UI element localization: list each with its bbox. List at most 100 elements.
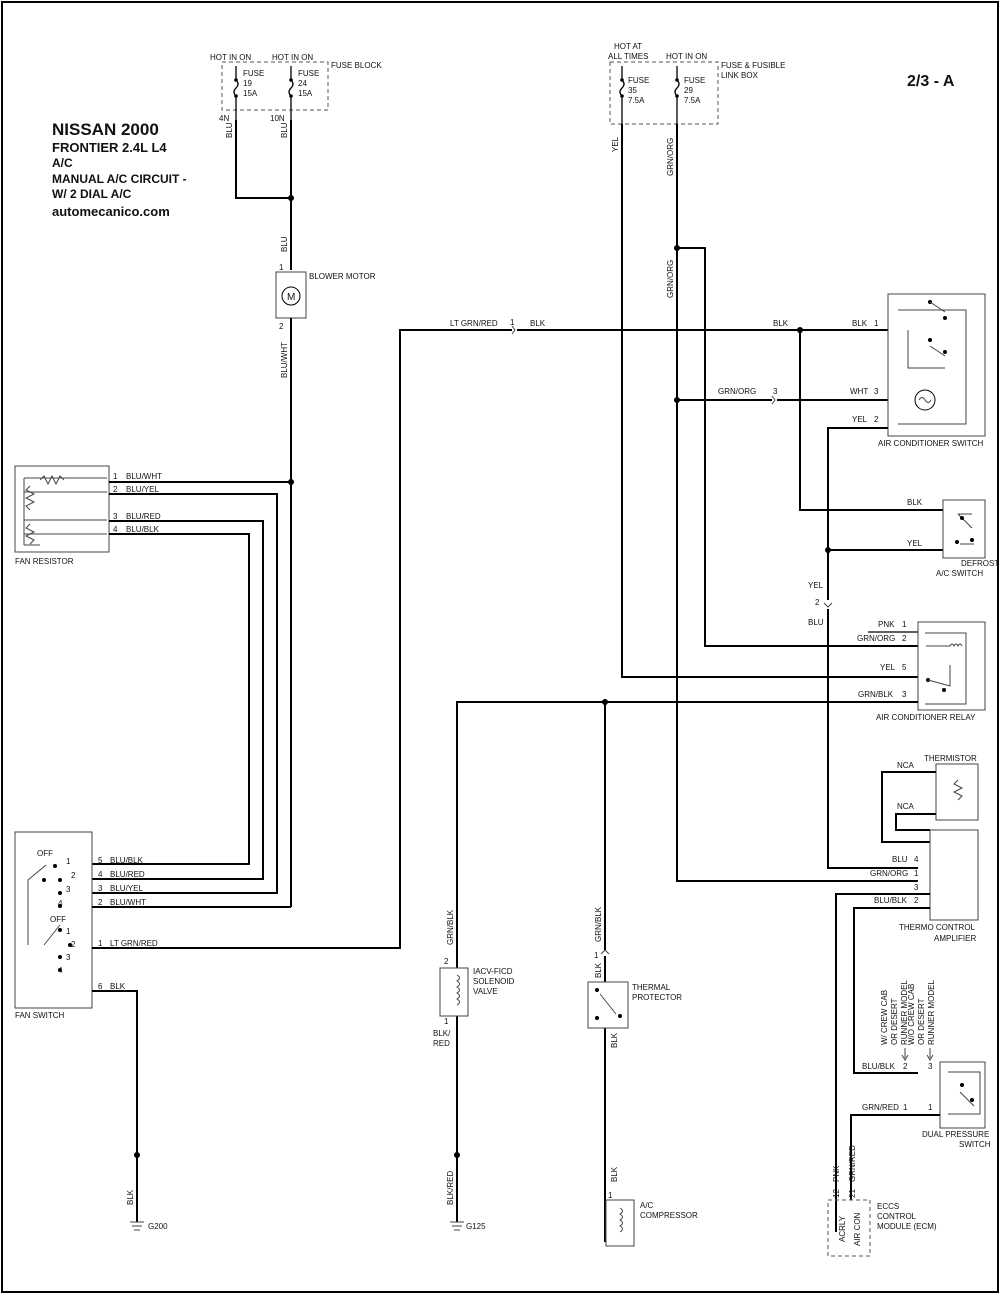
fs-pin-3: 3 (98, 884, 103, 893)
crewcab-w-2: OR DESERT (890, 998, 899, 1045)
air-conditioner-switch: AIR CONDITIONER SWITCH (878, 293, 986, 448)
acsw-pin-1: 1 (874, 319, 879, 328)
iacv-pin-2: 2 (444, 957, 449, 966)
thermo-wire-blu-blk: BLU/BLK (874, 896, 908, 905)
wire-label-yel-fuse35: YEL (611, 136, 620, 152)
compressor-label-2: COMPRESSOR (640, 1211, 698, 1220)
thermo-control-amplifier: THERMO CONTROL AMPLIFIER (899, 829, 979, 943)
fuse-19-name: FUSE (243, 69, 264, 78)
fan-switch-label: FAN SWITCH (15, 1011, 65, 1020)
iacv-wire-blk: BLK/ (433, 1029, 451, 1038)
page-id: 2/3 - A (907, 73, 955, 90)
fuse-24-rating: 15A (298, 89, 313, 98)
fuse-19-terminal: 4N (219, 114, 229, 123)
fs-wire-blk: BLK (110, 982, 126, 991)
wire-label-blu-relay: BLU (808, 618, 824, 627)
title-circuit: MANUAL A/C CIRCUIT - (52, 172, 187, 186)
fs-wire-blu-yel: BLU/YEL (110, 884, 143, 893)
iacv-ficd-solenoid-valve: IACV-FICD SOLENOID VALVE 2 1 (439, 957, 515, 1026)
fuse-24-terminal: 10N (270, 114, 285, 123)
fuse-24-number: 24 (298, 79, 307, 88)
wire-label-grn-blk-iacv: GRN/BLK (446, 909, 455, 945)
wire-label-yel-2: YEL (808, 581, 824, 590)
fuse-19-number: 19 (243, 79, 252, 88)
fs-int-2: 2 (71, 871, 76, 880)
fs-pin-6: 6 (98, 982, 103, 991)
ecm-wire-grn-red: GRN/RED (848, 1145, 857, 1182)
wire-label-grn-org-3: GRN/ORG (718, 387, 756, 396)
tp-conn-pin-1: 1 (594, 951, 599, 960)
blower-pin-2: 2 (279, 322, 284, 331)
title-make-year: NISSAN 2000 (52, 120, 159, 139)
wire-label-blu-2: BLU (280, 122, 289, 138)
fan-switch-off-1: OFF (37, 849, 53, 858)
res-wire-blu-yel: BLU/YEL (126, 485, 159, 494)
acsw-wire-wht: WHT (850, 387, 868, 396)
fuse-19-hot: HOT IN ON (210, 53, 251, 62)
conn-pin-1: 1 (510, 318, 515, 327)
iacv-pin-1: 1 (444, 1017, 449, 1026)
wire-label-blk-top: BLK (530, 319, 546, 328)
thermo-pin-3: 3 (914, 883, 919, 892)
title-variant: W/ 2 DIAL A/C (52, 187, 132, 201)
fuse-29-rating: 7.5A (684, 96, 701, 105)
ecm-wire-pnk: PNK (832, 1165, 841, 1182)
relay-wire-grn-org: GRN/ORG (857, 634, 895, 643)
relay-pin-2: 2 (902, 634, 907, 643)
res-pin-1: 1 (113, 472, 118, 481)
thermo-label-2: AMPLIFIER (934, 934, 976, 943)
fuse-29-number: 29 (684, 86, 693, 95)
dual-pin-2: 2 (903, 1062, 908, 1071)
wire-label-blk-comp: BLK (610, 1166, 619, 1182)
iacv-label-1: IACV-FICD (473, 967, 513, 976)
fan-switch: OFF OFF 1 2 3 4 1 2 3 4 FAN SWITCH (14, 831, 93, 1020)
wire-label-grn-org-1: GRN/ORG (666, 138, 675, 176)
dual-pin-1b: 1 (928, 1103, 933, 1112)
motor-symbol: M (287, 292, 295, 303)
ac-switch-label: AIR CONDITIONER SWITCH (878, 439, 984, 448)
acsw-pin-3: 3 (874, 387, 879, 396)
defrost-label-1: DEFROST (961, 559, 999, 568)
dual-label-2: SWITCH (959, 1140, 991, 1149)
ecm-acrly: ACRLY (838, 1215, 847, 1242)
wire-label-grn-org-2: GRN/ORG (666, 260, 675, 298)
fuse-29-name: FUSE (684, 76, 705, 85)
thermal-protector: THERMAL PROTECTOR (587, 981, 682, 1029)
crewcab-wo-3: RUNNER MODEL (927, 980, 936, 1045)
blower-pin-1: 1 (279, 263, 284, 272)
res-pin-2: 2 (113, 485, 118, 494)
title-site: automecanico.com (52, 204, 170, 219)
comp-pin-1: 1 (608, 1191, 613, 1200)
ecm-pin-21: 21 (848, 1189, 857, 1198)
fuse-block-label: FUSE BLOCK (331, 61, 382, 70)
thermistor-wire-nca-2: NCA (897, 802, 915, 811)
fusible-link-box: HOT AT ALL TIMES HOT IN ON FUSE & FUSIBL… (608, 42, 785, 125)
iacv-label-2: SOLENOID (473, 977, 515, 986)
ecm-label-3: MODULE (ECM) (877, 1222, 937, 1231)
crewcab-w-3: RUNNER MODEL (900, 980, 909, 1045)
thermo-pin-2: 2 (914, 896, 919, 905)
fuse-35-name: FUSE (628, 76, 649, 85)
title-system: A/C (52, 156, 73, 170)
wire-label-blu-3: BLU (280, 236, 289, 252)
ecm-pin-12: 12 (832, 1189, 841, 1198)
relay-wire-grn-blk: GRN/BLK (858, 690, 894, 699)
defrost-ac-switch: DEFROST A/C SWITCH (936, 499, 999, 578)
defrost-wire-blk: BLK (907, 498, 923, 507)
dual-pressure-switch: DUAL PRESSURE SWITCH (922, 1061, 991, 1149)
res-pin-4: 4 (113, 525, 118, 534)
fs-int-1: 1 (66, 857, 71, 866)
compressor-label-1: A/C (640, 1201, 654, 1210)
res-wire-blu-red: BLU/RED (126, 512, 161, 521)
wire-label-blu-wht-vert: BLU/WHT (280, 342, 289, 378)
link-box-label-2: LINK BOX (721, 71, 759, 80)
wire-label-blk-mid: BLK (773, 319, 789, 328)
wire-label-blk-red-g125: BLK/RED (446, 1171, 455, 1205)
ecm-aircon: AIR CON (853, 1212, 862, 1246)
fs-wire-lt-grn-red: LT GRN/RED (110, 939, 158, 948)
dual-label-1: DUAL PRESSURE (922, 1130, 989, 1139)
fuse-24-name: FUSE (298, 69, 319, 78)
res-wire-blu-wht: BLU/WHT (126, 472, 162, 481)
fs-pin-5: 5 (98, 856, 103, 865)
